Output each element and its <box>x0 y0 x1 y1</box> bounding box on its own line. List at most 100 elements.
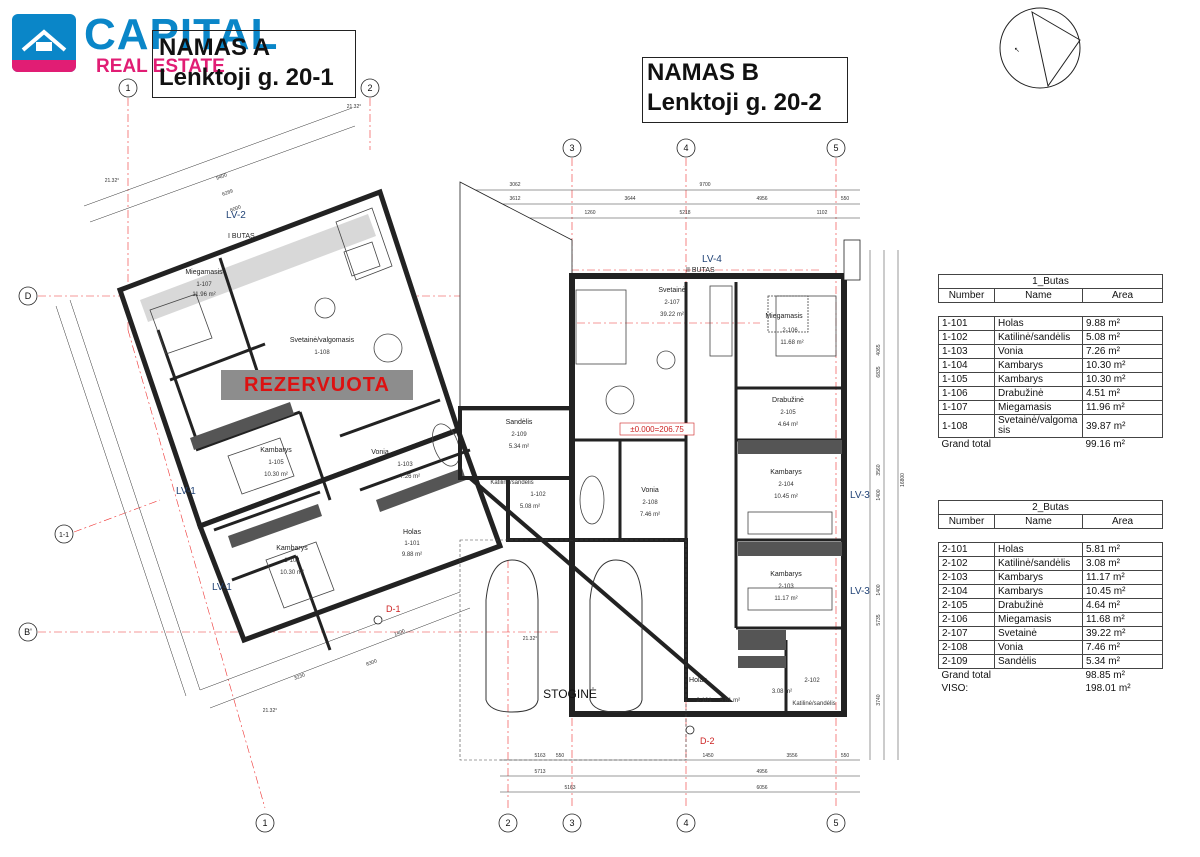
dimension-text: 1400 <box>876 489 882 500</box>
cell: Miegamasis <box>994 612 1083 627</box>
grand-total-value: 98.85 m² <box>1085 670 1125 681</box>
room-area: 3.08 m² <box>772 689 792 695</box>
room-area: 9.88 m² <box>402 552 422 558</box>
room-code: 2-107 <box>664 300 680 306</box>
room-area: 4.64 m² <box>778 422 798 428</box>
apartment-label: I BUTAS <box>228 233 255 240</box>
cell: 5.81 m² <box>1082 542 1163 557</box>
section-label: 1-1 <box>59 532 69 539</box>
level-mark: ±0.000=206.75 <box>630 425 684 434</box>
dimension-text: 5163 <box>534 753 545 759</box>
cell: Drabužinė <box>994 386 1083 401</box>
cell: Kambarys <box>994 372 1083 387</box>
apartment-label: II BUTAS <box>686 267 715 274</box>
carport-label: STOGINĖ <box>543 687 597 701</box>
cell: 10.30 m² <box>1082 358 1163 373</box>
window-type-label: LV-2 <box>226 210 246 221</box>
car-icon <box>485 559 643 713</box>
dimension-text: 6000 <box>229 204 242 214</box>
dimension-text: 5218 <box>679 210 690 216</box>
house-roof-icon <box>12 14 76 72</box>
cell: 1-104 <box>938 358 995 373</box>
cell: 39.87 m² <box>1082 414 1163 438</box>
dimension-text: 3062 <box>509 182 520 188</box>
column-header: Number <box>938 288 995 303</box>
cell: Kambarys <box>994 358 1083 373</box>
axis-label: 3 <box>569 143 574 153</box>
axis-label: D <box>25 291 32 301</box>
dimension-text: 550 <box>841 196 850 202</box>
cell: Holas <box>994 542 1083 557</box>
cell: 2-107 <box>938 626 995 641</box>
dimension-text: 5163 <box>564 785 575 791</box>
dimension-text: 16800 <box>900 473 906 487</box>
room-code: 2-103 <box>778 584 794 590</box>
window-type-label: LV-3 <box>850 490 870 501</box>
window-type-label: LV-4 <box>702 254 722 265</box>
room-code: 1-107 <box>196 282 212 288</box>
room-code: 2-108 <box>642 500 658 506</box>
cell: Svetainė <box>994 626 1083 641</box>
room-code: 2-104 <box>778 482 794 488</box>
dimension-text: 4065 <box>876 344 882 355</box>
column-header: Name <box>994 514 1083 529</box>
dimension-text: 9400 <box>215 172 228 182</box>
cell: Holas <box>994 316 1083 331</box>
brand-name: CAPITAL <box>84 10 279 59</box>
dimension-text: 3560 <box>876 464 882 475</box>
cell: Miegamasis <box>994 400 1083 415</box>
room-area: 10.30 m² <box>280 570 304 576</box>
cell: 7.46 m² <box>1082 640 1163 655</box>
company-logo: CAPITAL REAL ESTATE <box>12 10 292 77</box>
house-b-plan: D-2 LV-4 II BUTAS LV-3 LV-3 ±0.000=206.7… <box>458 181 870 761</box>
window-type-label: LV-3 <box>850 586 870 597</box>
room-name: Holas <box>689 677 707 684</box>
angle-text: 21.32° <box>523 636 538 642</box>
room-area: 5.08 m² <box>520 504 540 510</box>
house-a-address: Lenktoji g. 20-1 <box>159 64 334 91</box>
brand-subtitle: REAL ESTATE <box>96 56 225 77</box>
axis-label: 3 <box>569 818 574 828</box>
dimension-text: 550 <box>841 753 850 759</box>
door-label: D-1 <box>386 604 401 614</box>
room-code: 1-105 <box>268 460 284 466</box>
dimension-text: 8300 <box>365 658 378 668</box>
dimension-text: 3230 <box>293 672 306 682</box>
house-a-plan: LV-2 LV-1 LV-1 I BUTAS D-1 <box>116 188 504 651</box>
room-area: 5.34 m² <box>509 444 529 450</box>
room-name: Kambarys <box>260 447 292 454</box>
room-area: 39.22 m² <box>660 312 684 318</box>
axis-label: 1 <box>262 818 267 828</box>
room-name: Svetainė/valgomasis <box>290 337 355 344</box>
window-type-label: LV-1 <box>176 486 196 497</box>
dimension-text: 1260 <box>584 210 595 216</box>
dimension-text: 3556 <box>786 753 797 759</box>
dimension-text: 3612 <box>509 196 520 202</box>
axis-label: 2 <box>505 818 510 828</box>
table-title: 1_Butas <box>938 274 1163 289</box>
axis-label: 5 <box>833 143 838 153</box>
dimension-text: 6289 <box>221 188 234 198</box>
room-name: Sandėlis <box>506 419 533 426</box>
dimension-text: 4956 <box>756 769 767 775</box>
cell: 1-106 <box>938 386 995 401</box>
dimension-text: 5713 <box>534 769 545 775</box>
cell: 1-103 <box>938 344 995 359</box>
viso-label: VISO: <box>941 683 969 694</box>
room-code: 1-108 <box>314 350 330 356</box>
cell: 1-108 <box>938 414 995 438</box>
room-area: 10.30 m² <box>264 472 288 478</box>
room-code: 1-102 <box>530 492 546 498</box>
cell: 11.68 m² <box>1082 612 1163 627</box>
